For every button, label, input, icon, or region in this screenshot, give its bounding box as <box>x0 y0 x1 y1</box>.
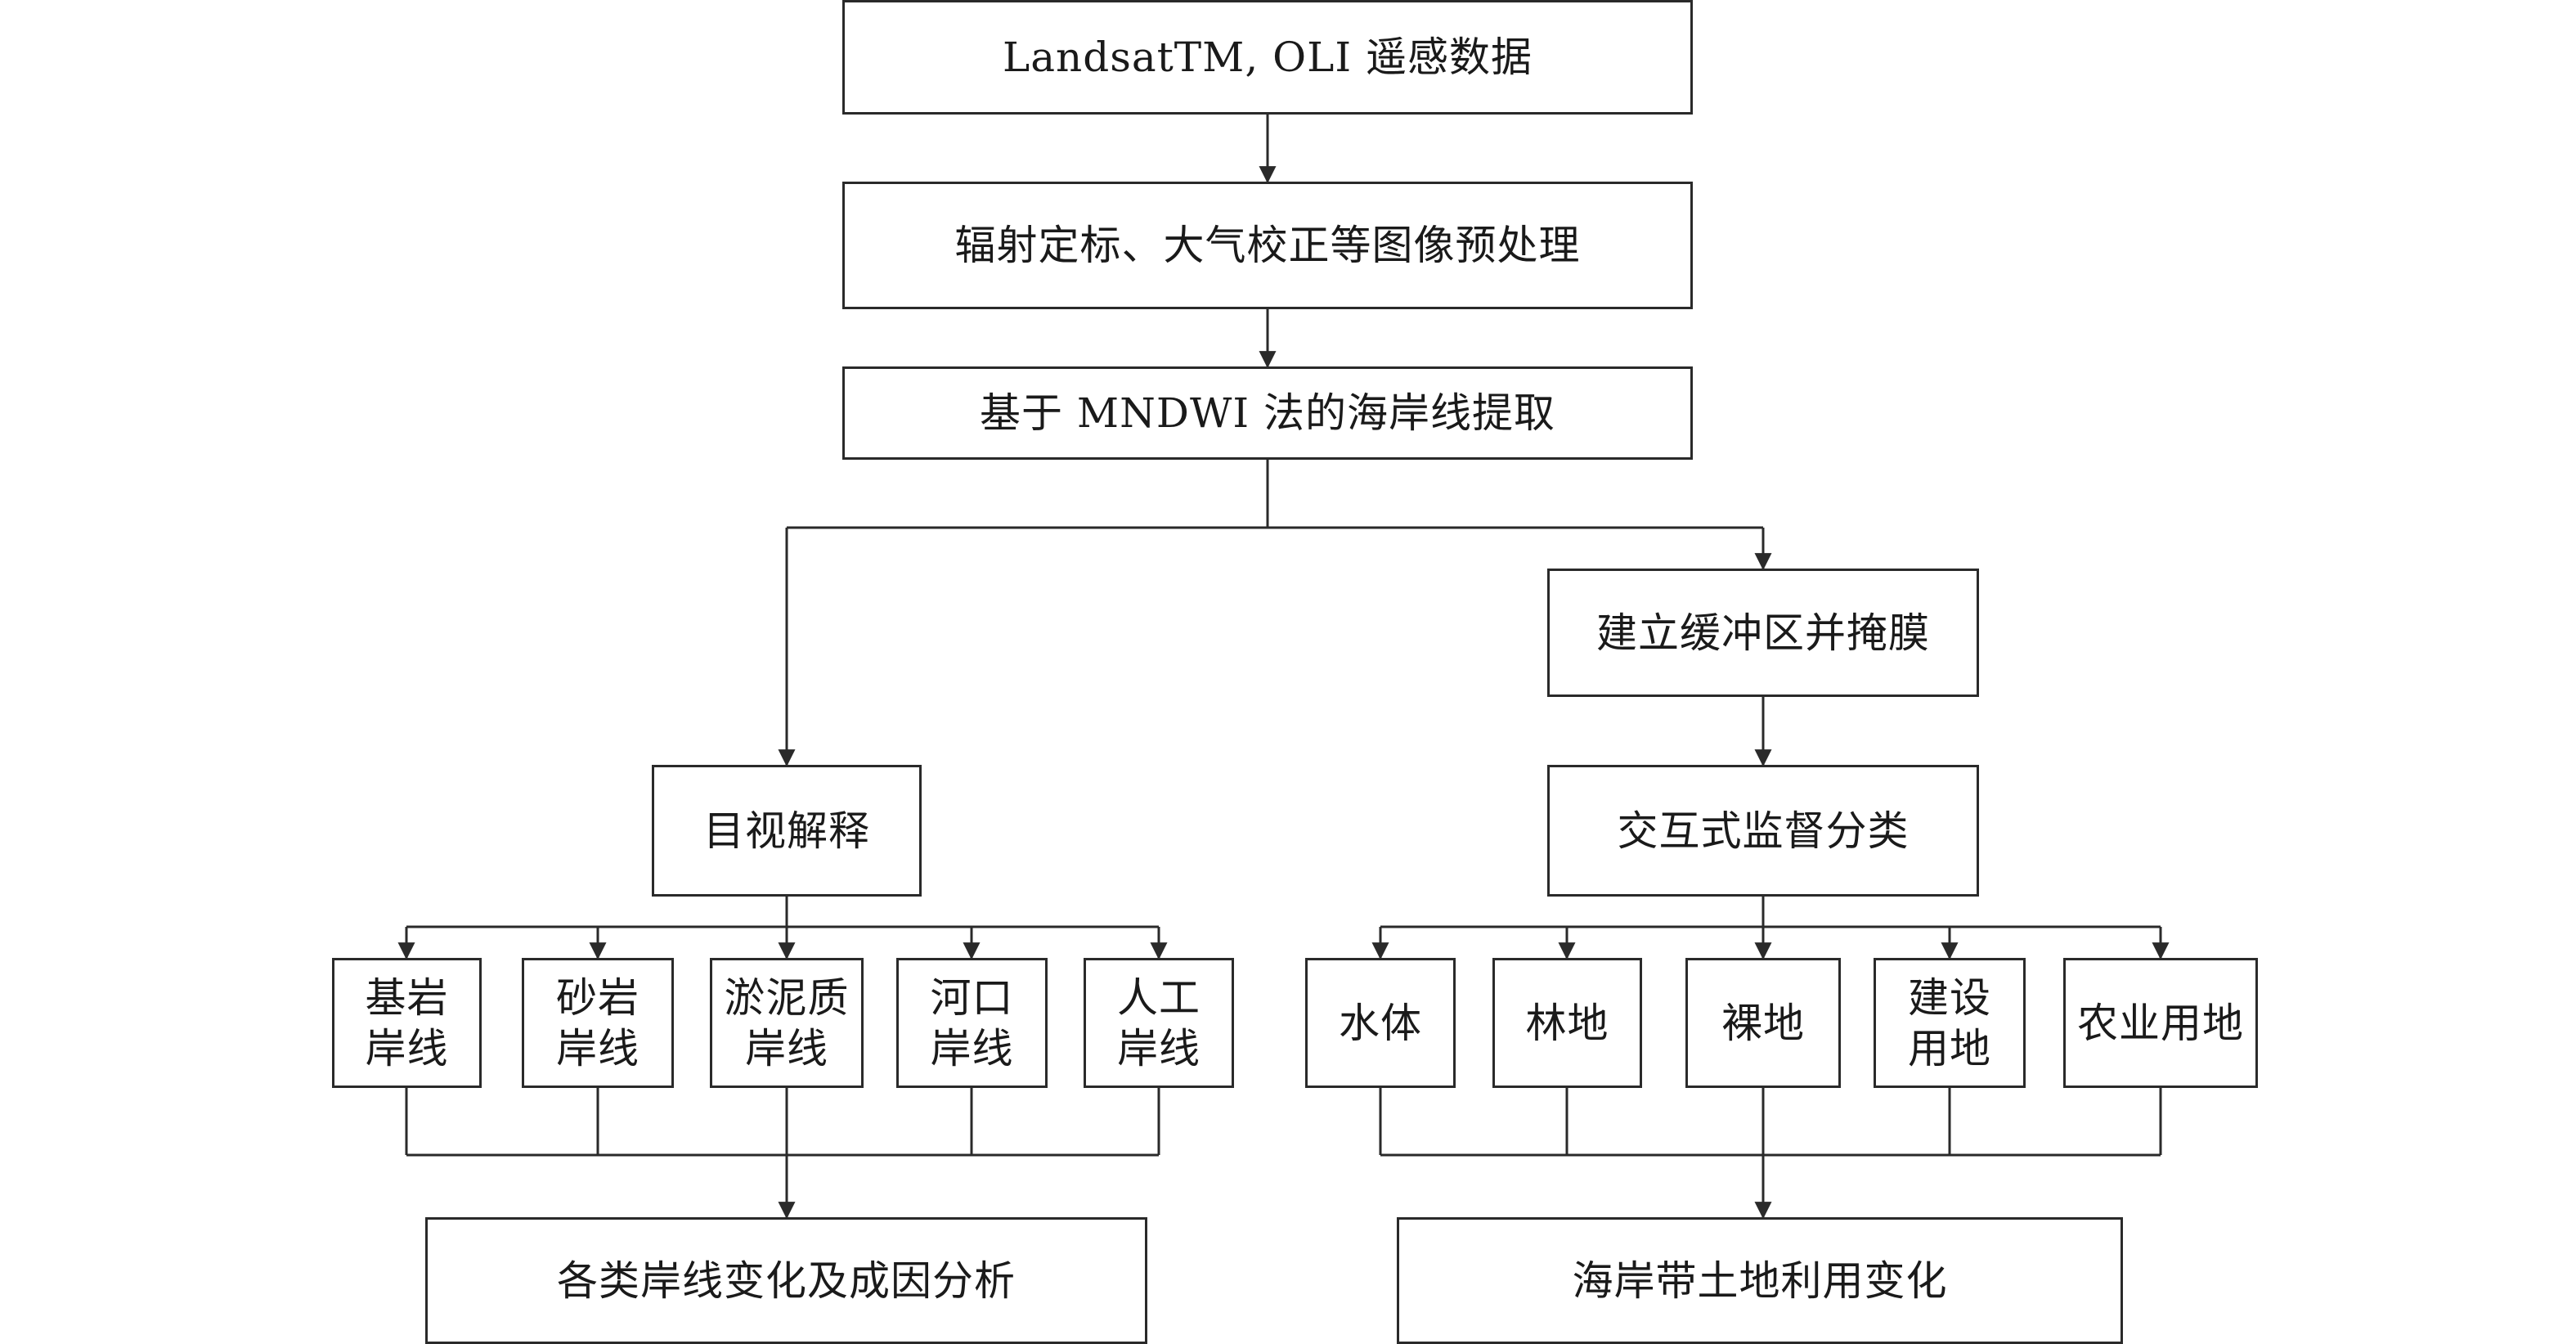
node-data-source: LandsatTM, OLI 遥感数据 <box>842 0 1693 115</box>
node-land-type-label: 裸地 <box>1721 999 1805 1047</box>
node-coast-type: 人工岸线 <box>1084 958 1234 1088</box>
node-preprocess: 辐射定标、大气校正等图像预处理 <box>842 182 1693 309</box>
node-land-type: 水体 <box>1305 958 1456 1088</box>
node-land-use-change: 海岸带土地利用变化 <box>1397 1217 2123 1344</box>
node-supervised-classification: 交互式监督分类 <box>1547 765 1979 897</box>
node-preprocess-label: 辐射定标、大气校正等图像预处理 <box>954 222 1581 269</box>
node-visual-interpretation-label: 目视解释 <box>703 807 870 855</box>
node-extraction-label: 基于 MNDWI 法的海岸线提取 <box>980 389 1555 437</box>
node-land-type-label: 水体 <box>1339 999 1422 1047</box>
node-land-type: 建设用地 <box>1874 958 2026 1088</box>
node-supervised-classification-label: 交互式监督分类 <box>1617 807 1910 855</box>
node-data-source-label: LandsatTM, OLI 遥感数据 <box>1003 34 1533 81</box>
node-coast-type: 基岩岸线 <box>332 958 482 1088</box>
node-coast-type: 砂岩岸线 <box>522 958 674 1088</box>
node-coast-analysis: 各类岸线变化及成因分析 <box>425 1217 1147 1344</box>
node-coast-type-label: 淤泥质岸线 <box>724 973 850 1072</box>
node-coast-type: 淤泥质岸线 <box>710 958 864 1088</box>
node-coast-type-label: 人工岸线 <box>1117 973 1200 1072</box>
node-land-type-label: 林地 <box>1525 999 1609 1047</box>
node-extraction: 基于 MNDWI 法的海岸线提取 <box>842 366 1693 460</box>
node-land-type: 农业用地 <box>2063 958 2258 1088</box>
node-visual-interpretation: 目视解释 <box>652 765 922 897</box>
node-coast-analysis-label: 各类岸线变化及成因分析 <box>557 1256 1016 1305</box>
node-land-type-label: 建设用地 <box>1908 973 1991 1072</box>
node-coast-type-label: 基岩岸线 <box>365 973 449 1072</box>
node-land-use-change-label: 海岸带土地利用变化 <box>1572 1256 1948 1305</box>
node-land-type: 裸地 <box>1685 958 1841 1088</box>
node-coast-type: 河口岸线 <box>896 958 1048 1088</box>
node-land-type: 林地 <box>1492 958 1642 1088</box>
node-coast-type-label: 砂岩岸线 <box>556 973 640 1072</box>
node-buffer-mask-label: 建立缓冲区并掩膜 <box>1596 609 1930 657</box>
node-land-type-label: 农业用地 <box>2077 999 2244 1047</box>
node-buffer-mask: 建立缓冲区并掩膜 <box>1547 569 1979 697</box>
node-coast-type-label: 河口岸线 <box>930 973 1014 1072</box>
